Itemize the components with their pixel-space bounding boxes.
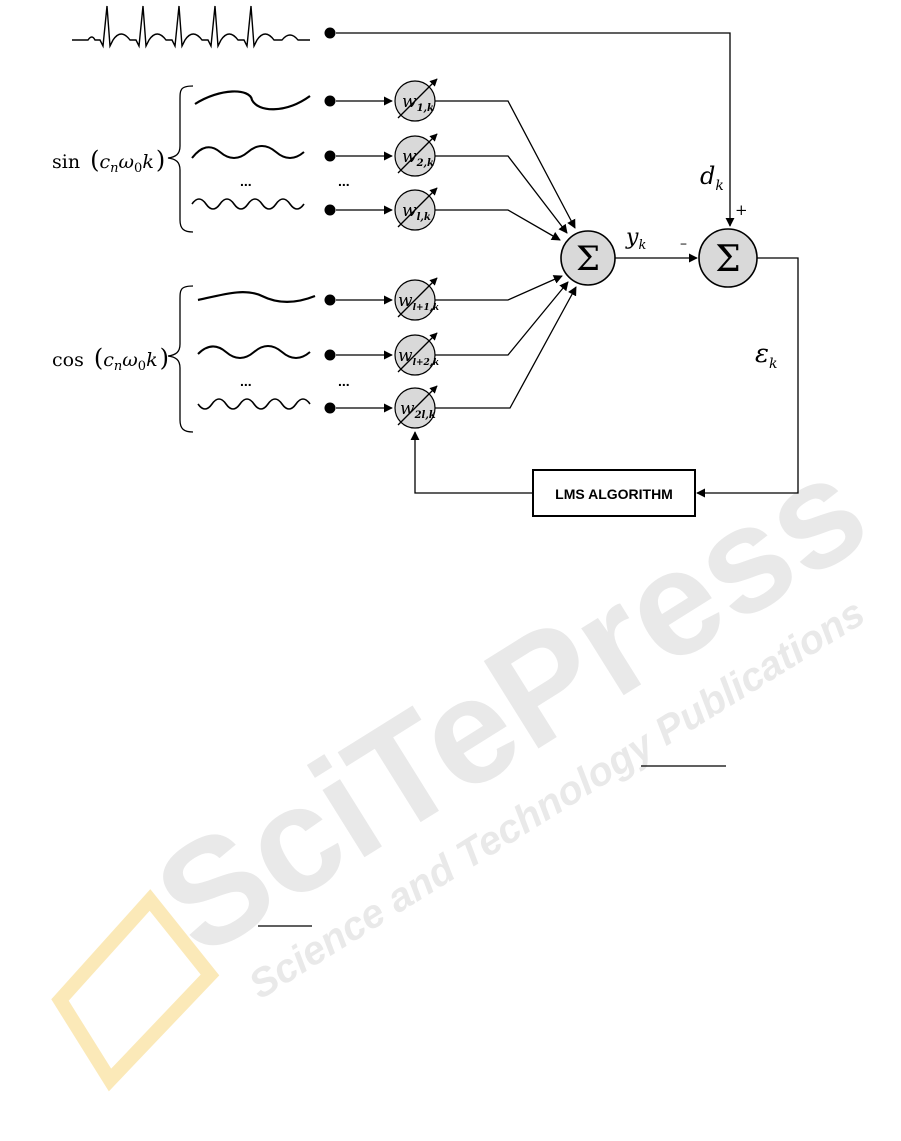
lms-algorithm-box: LMS ALGORITHM: [533, 470, 695, 516]
weight-node-l-plus-2: wl+2,k: [395, 333, 439, 375]
cos-wave-1: [198, 292, 315, 302]
weight-node-2: w2,k: [395, 134, 437, 176]
minus-sign: –: [680, 236, 687, 252]
watermark-title: SciTePress: [128, 422, 894, 987]
watermark: SciTePress Science and Technology Public…: [60, 422, 894, 1080]
sin-wave-ellipsis: ...: [240, 173, 252, 189]
sin-basis-label: sin (cnω0k): [52, 146, 165, 176]
error-sum-node: Σ: [699, 229, 757, 287]
sin-wave-1: [195, 91, 310, 109]
weight-node-l: wl,k: [395, 188, 437, 230]
desired-label: dk: [700, 162, 724, 194]
cos-basis-label: cos (cnω0k): [52, 344, 169, 374]
cos-brace: [168, 286, 193, 432]
tap-dot: [325, 96, 336, 107]
input-taps: [325, 96, 393, 414]
cos-wave-l: [198, 399, 310, 409]
ecg-tap-dot: [325, 28, 336, 39]
sigma-symbol: Σ: [715, 239, 740, 280]
weight-to-sum-lines: [435, 101, 576, 408]
output-label: yk: [625, 225, 646, 253]
lms-label: LMS ALGORITHM: [555, 486, 673, 502]
plus-sign: +: [735, 201, 748, 219]
weight-node-l-plus-1: wl+1,k: [395, 278, 439, 320]
cos-wave-2: [198, 346, 310, 358]
desired-signal-line: [336, 33, 730, 226]
weight-node-1: w1,k: [395, 79, 437, 121]
sin-brace: [168, 86, 193, 232]
tap-dot: [325, 151, 336, 162]
cos-tap-ellipsis: ...: [338, 373, 350, 389]
ecg-signal: [72, 6, 310, 46]
tap-dot: [325, 403, 336, 414]
cos-wave-ellipsis: ...: [240, 373, 252, 389]
weight-update-line: [415, 432, 533, 493]
error-label: εk: [755, 339, 777, 372]
tap-dot: [325, 350, 336, 361]
weight-node-2l: w2l,k: [395, 386, 437, 428]
tap-dot: [325, 295, 336, 306]
sin-wave-2: [192, 146, 304, 158]
tap-dot: [325, 205, 336, 216]
weighted-sum-node: Σ: [561, 231, 615, 285]
sigma-symbol: Σ: [576, 239, 600, 279]
sin-wave-l: [192, 199, 304, 209]
sin-tap-ellipsis: ...: [338, 173, 350, 189]
